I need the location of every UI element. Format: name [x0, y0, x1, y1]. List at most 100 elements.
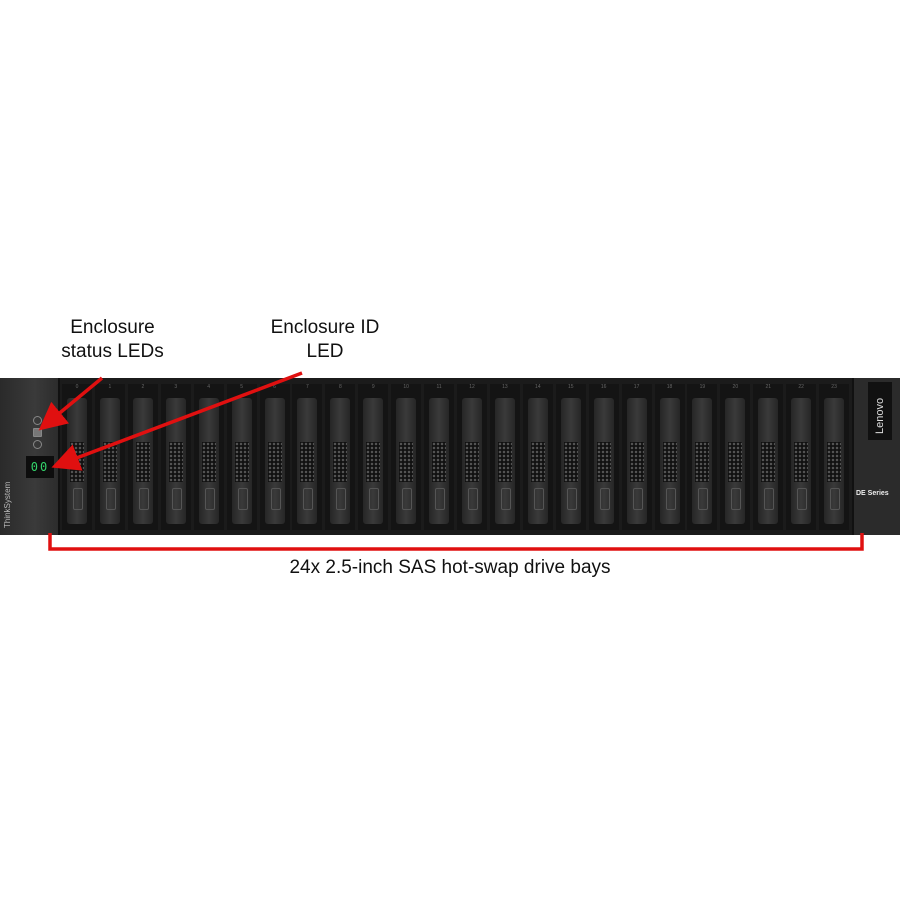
callout-line: Enclosure — [70, 317, 155, 338]
status-leds-arrow — [38, 376, 104, 431]
bay-number: 8 — [338, 384, 342, 390]
drive-bay[interactable]: 16 — [588, 384, 619, 530]
drive-grille — [333, 442, 348, 482]
bay-number: 5 — [240, 384, 243, 390]
bay-number: 4 — [207, 384, 211, 390]
drive-bay[interactable]: 15 — [555, 384, 586, 530]
drive-grille — [530, 442, 545, 482]
bay-number: 3 — [174, 384, 178, 390]
drive-bay[interactable]: 12 — [457, 384, 487, 530]
bay-number: 14 — [535, 384, 541, 390]
bay-number: 7 — [306, 384, 309, 390]
drive-latch[interactable] — [336, 488, 347, 510]
drive-bay[interactable]: 20 — [720, 384, 751, 530]
drive-grille — [497, 442, 512, 482]
drive-latch[interactable] — [435, 488, 446, 510]
drive-latch[interactable] — [500, 488, 511, 510]
drive-grille — [168, 442, 183, 482]
drive-latch[interactable] — [764, 488, 775, 510]
drive-latch[interactable] — [138, 488, 149, 510]
callout-line: status LEDs — [61, 341, 164, 362]
drive-latch[interactable] — [797, 488, 808, 510]
drive-latch[interactable] — [731, 488, 742, 510]
drive-latch[interactable] — [73, 488, 83, 510]
drive-bay[interactable]: 13 — [489, 384, 520, 530]
right-ear: Lenovo DE Series — [852, 378, 900, 535]
attention-led-icon — [33, 428, 42, 437]
drive-bay[interactable]: 10 — [391, 384, 422, 530]
drive-grille — [234, 442, 249, 482]
bay-number: 16 — [600, 384, 607, 390]
drive-latch[interactable] — [171, 488, 182, 510]
drive-bay[interactable]: 6 — [259, 384, 290, 530]
drive-bays-bracket — [48, 533, 864, 551]
lenovo-badge: Lenovo — [868, 382, 892, 440]
drive-grille — [432, 442, 447, 482]
drive-latch[interactable] — [270, 488, 281, 510]
drive-grille — [761, 442, 776, 482]
bay-number: 17 — [633, 384, 640, 390]
id-led-arrow — [51, 371, 303, 471]
drive-latch[interactable] — [830, 488, 841, 510]
drive-bay[interactable]: 3 — [160, 384, 191, 530]
bay-number: 9 — [371, 384, 375, 390]
drive-grille — [728, 442, 743, 482]
bay-number: 20 — [732, 384, 739, 390]
drive-bay[interactable]: 8 — [325, 384, 356, 530]
enclosure-id-display: 00 — [26, 456, 54, 478]
drive-grille — [695, 442, 710, 482]
drive-bay[interactable]: 22 — [786, 384, 817, 530]
bay-number: 11 — [436, 384, 442, 390]
drive-grille — [399, 442, 414, 482]
bay-number: 18 — [666, 384, 673, 390]
bay-number: 23 — [831, 384, 837, 390]
callout-line: Enclosure ID — [270, 317, 380, 338]
drive-bay[interactable]: 1 — [94, 384, 125, 530]
drive-latch[interactable] — [402, 488, 413, 510]
callout-id-led: Enclosure ID LED — [250, 316, 400, 364]
drive-latch[interactable] — [303, 488, 314, 510]
drive-bay[interactable]: 17 — [621, 384, 652, 530]
bay-number: 13 — [502, 384, 508, 390]
drive-grille — [465, 442, 479, 482]
drive-latch[interactable] — [599, 488, 610, 510]
drive-bay[interactable]: 18 — [654, 384, 685, 530]
locate-led-icon — [33, 440, 42, 449]
drive-bay[interactable]: 23 — [819, 384, 850, 530]
drive-latch[interactable] — [204, 488, 215, 510]
drive-grille — [563, 442, 578, 482]
drive-latch[interactable] — [105, 488, 116, 510]
series-label: DE Series — [856, 490, 889, 497]
bay-number: 22 — [798, 384, 804, 390]
drive-latch[interactable] — [698, 488, 709, 510]
drive-bay[interactable]: 9 — [358, 384, 389, 530]
drive-grille — [201, 442, 216, 482]
drive-latch[interactable] — [665, 488, 676, 510]
drive-latch[interactable] — [468, 488, 478, 510]
bay-number: 0 — [75, 384, 79, 390]
drive-bay[interactable]: 7 — [292, 384, 323, 530]
drive-grille — [366, 442, 381, 482]
drive-bay[interactable]: 21 — [753, 384, 784, 530]
bay-number: 2 — [141, 384, 145, 390]
bay-number: 12 — [469, 384, 475, 390]
drive-grille — [267, 442, 282, 482]
drive-bay[interactable]: 14 — [522, 384, 553, 530]
drive-latch[interactable] — [533, 488, 544, 510]
drive-bay[interactable]: 5 — [226, 384, 257, 530]
drive-latch[interactable] — [237, 488, 248, 510]
drive-latch[interactable] — [566, 488, 577, 510]
drive-bay[interactable]: 19 — [687, 384, 718, 530]
drive-latch[interactable] — [369, 488, 380, 510]
drive-latch[interactable] — [632, 488, 643, 510]
drive-grille — [629, 442, 644, 482]
drive-bay[interactable]: 11 — [424, 384, 455, 530]
bay-number: 19 — [699, 384, 706, 390]
drive-grille — [794, 442, 809, 482]
drive-grille — [135, 442, 150, 482]
drive-grille — [827, 442, 842, 482]
drive-bays-label: 24x 2.5-inch SAS hot-swap drive bays — [289, 557, 611, 578]
